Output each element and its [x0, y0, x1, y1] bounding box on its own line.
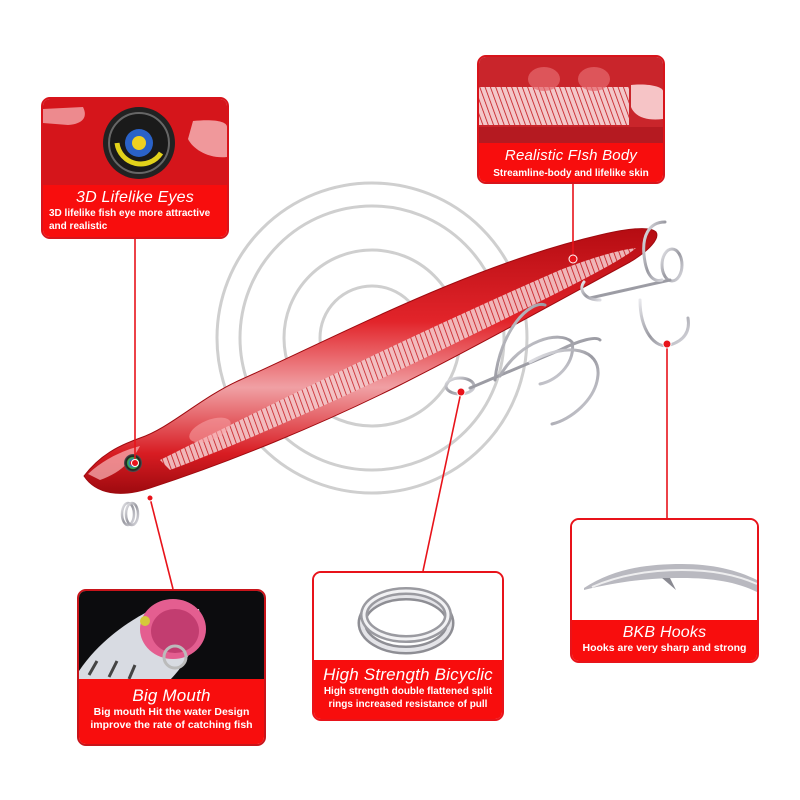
callout-eyes-title: 3D Lifelike Eyes: [76, 189, 194, 206]
callout-big-mouth: Big Mouth Big mouth Hit the water Design…: [77, 589, 266, 746]
callout-eyes-description-line2: and realistic: [49, 221, 108, 232]
callout-fish-body-title: Realistic FIsh Body: [504, 147, 638, 164]
callout-eyes-description-line1: 3D lifelike fish eye more attractive: [49, 208, 211, 219]
split-ring-photo: [314, 573, 502, 661]
callout-big-mouth-caption: Big Mouth Big mouth Hit the water Design…: [79, 679, 264, 744]
front-split-ring: [120, 501, 140, 527]
callout-big-mouth-description-line2: improve the rate of catching fish: [90, 719, 253, 731]
tail-treble-hook: [580, 220, 690, 348]
mouth-closeup-photo: [79, 591, 264, 681]
callout-big-mouth-description-line1: Big mouth Hit the water Design: [93, 706, 250, 718]
callout-fish-body-caption: Realistic FIsh Body Streamline-body and …: [479, 143, 663, 182]
connector-dots: [131, 254, 672, 502]
callout-eyes: 3D Lifelike Eyes 3D lifelike fish eye mo…: [41, 97, 229, 239]
callout-hooks-description: Hooks are very sharp and strong: [582, 642, 747, 654]
callout-fish-body-description: Streamline-body and lifelike skin: [493, 168, 649, 179]
connector-lines: [134, 183, 668, 590]
callout-split-ring: High Strength Bicyclic High strength dou…: [312, 571, 504, 721]
body-scale-closeup-photo: [479, 57, 663, 145]
callout-split-ring-title: High Strength Bicyclic: [323, 665, 493, 684]
callout-hooks-caption: BKB Hooks Hooks are very sharp and stron…: [572, 620, 757, 661]
callout-eyes-caption: 3D Lifelike Eyes 3D lifelike fish eye mo…: [43, 185, 227, 237]
callout-hooks-title: BKB Hooks: [622, 624, 707, 641]
eye-closeup-photo: [43, 99, 227, 189]
callout-split-ring-description-line2: rings increased resistance of pull: [328, 699, 488, 710]
callout-big-mouth-title: Big Mouth: [132, 686, 211, 705]
callout-fish-body: Realistic FIsh Body Streamline-body and …: [477, 55, 665, 184]
callout-hooks: BKB Hooks Hooks are very sharp and stron…: [570, 518, 759, 663]
hook-point-closeup-photo: [572, 520, 757, 620]
callout-split-ring-caption: High Strength Bicyclic High strength dou…: [314, 660, 502, 719]
callout-split-ring-description-line1: High strength double flattened split: [323, 686, 493, 697]
